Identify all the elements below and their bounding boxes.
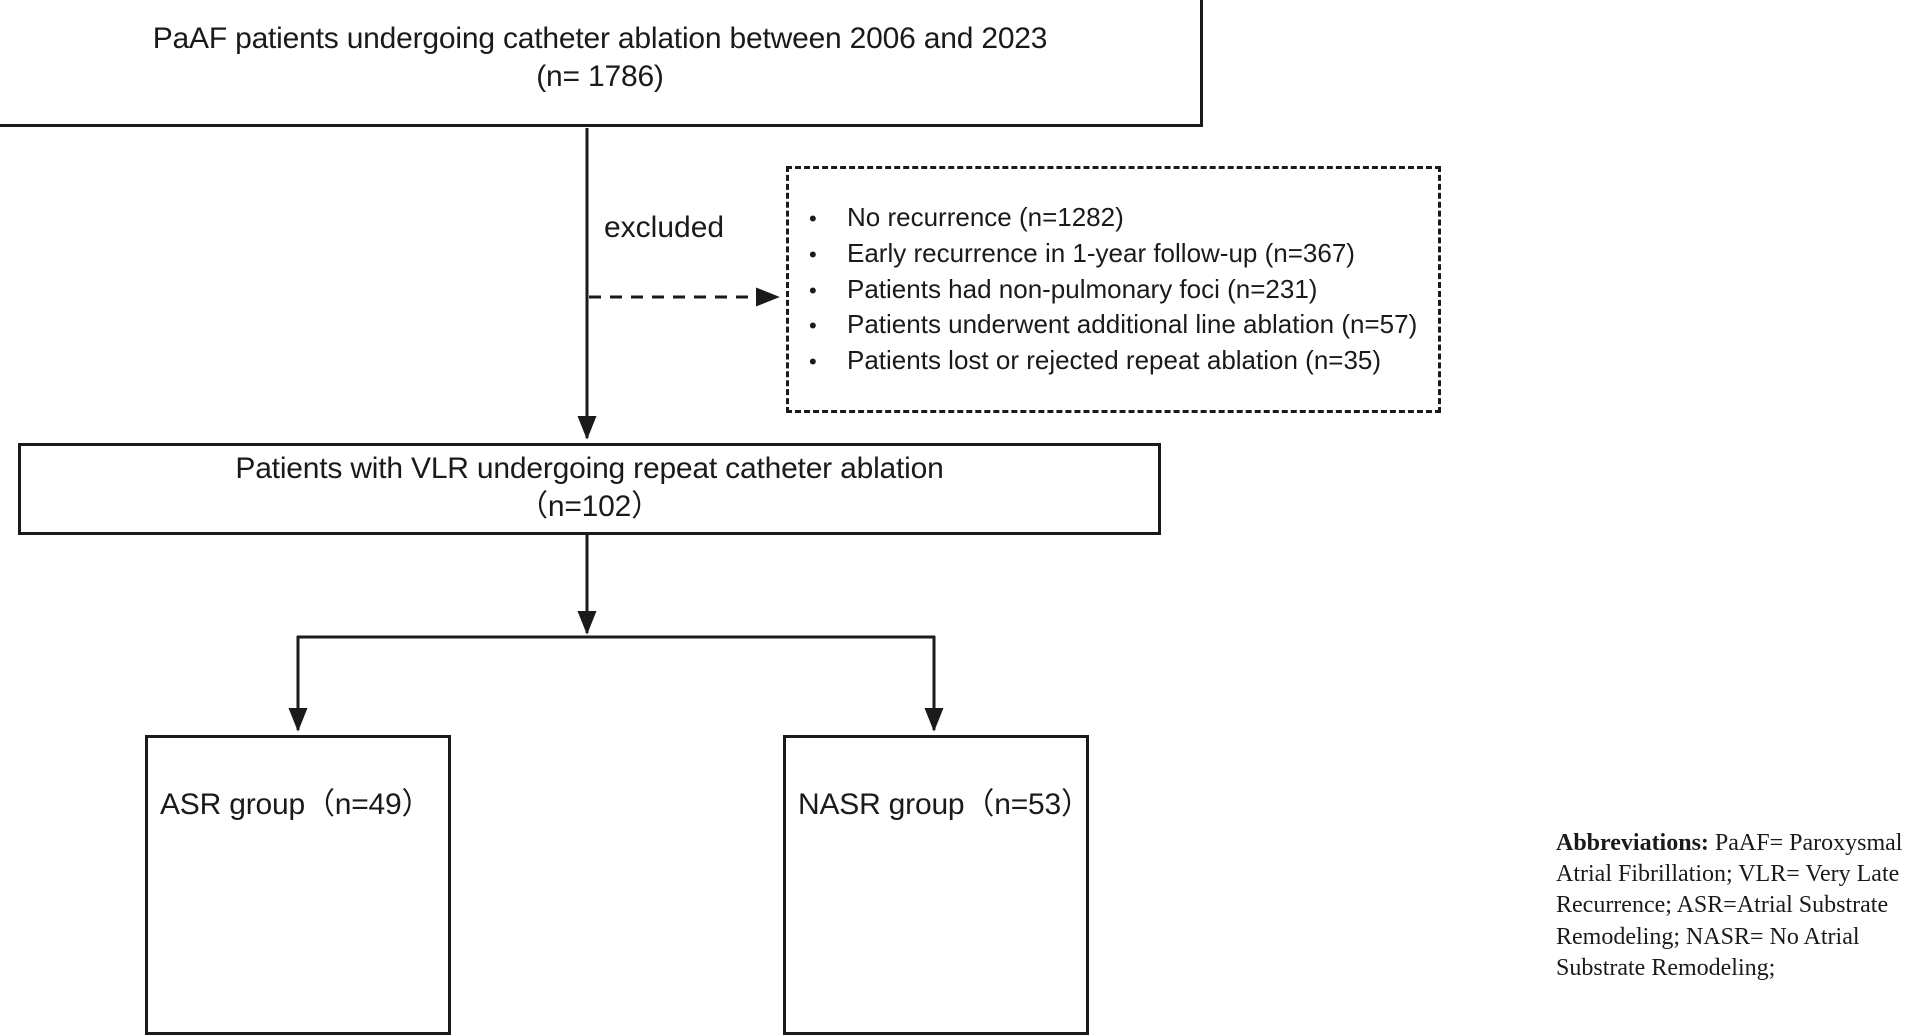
abbreviations-note: Abbreviations: PaAF= Paroxysmal Atrial F…: [1556, 828, 1920, 984]
list-item: • Patients underwent additional line abl…: [803, 307, 1438, 343]
enrollment-line-1: PaAF patients undergoing catheter ablati…: [152, 21, 1048, 55]
exclusion-item-text: Patients lost or rejected repeat ablatio…: [847, 345, 1382, 376]
exclusion-item-text: No recurrence (n=1282): [847, 201, 1124, 232]
nasr-group-label: NASR group（n=53）: [798, 788, 1091, 821]
list-item: • No recurrence (n=1282): [803, 200, 1438, 236]
node-enrollment-box: PaAF patients undergoing catheter ablati…: [0, 0, 1203, 127]
included-line-2: （n=102）: [518, 490, 661, 523]
list-item: • Patients lost or rejected repeat ablat…: [803, 343, 1438, 379]
abbreviations-heading: Abbreviations:: [1556, 830, 1709, 856]
list-item: • Early recurrence in 1-year follow-up (…: [803, 236, 1438, 272]
exclusion-bullet-list: • No recurrence (n=1282) • Early recurre…: [803, 200, 1438, 379]
bullet-point-icon: •: [809, 277, 817, 303]
excluded-arrow-label: excluded: [604, 211, 725, 244]
asr-group-label: ASR group（n=49）: [160, 788, 432, 821]
bullet-point-icon: •: [809, 241, 817, 267]
bullet-point-icon: •: [809, 313, 817, 339]
abbreviations-text: PaAF= Paroxysmal Atrial Fibrillation; VL…: [1556, 830, 1903, 981]
enrollment-line-2: (n= 1786): [536, 60, 664, 93]
exclusion-item-text: Patients underwent additional line ablat…: [847, 309, 1418, 340]
exclusion-item-text: Early recurrence in 1-year follow-up (n=…: [847, 237, 1355, 268]
node-asr-group-box: ASR group（n=49）: [145, 735, 451, 1035]
exclusion-item-text: Patients had non-pulmonary foci (n=231): [847, 273, 1318, 304]
node-exclusion-panel: • No recurrence (n=1282) • Early recurre…: [786, 166, 1441, 413]
node-nasr-group-box: NASR group（n=53）: [783, 735, 1091, 1035]
included-line-1: Patients with VLR undergoing repeat cath…: [235, 451, 944, 485]
list-item: • Patients had non-pulmonary foci (n=231…: [803, 272, 1438, 308]
bullet-point-icon: •: [809, 349, 817, 375]
bullet-point-icon: •: [809, 205, 817, 231]
node-included-box: Patients with VLR undergoing repeat cath…: [18, 443, 1161, 535]
